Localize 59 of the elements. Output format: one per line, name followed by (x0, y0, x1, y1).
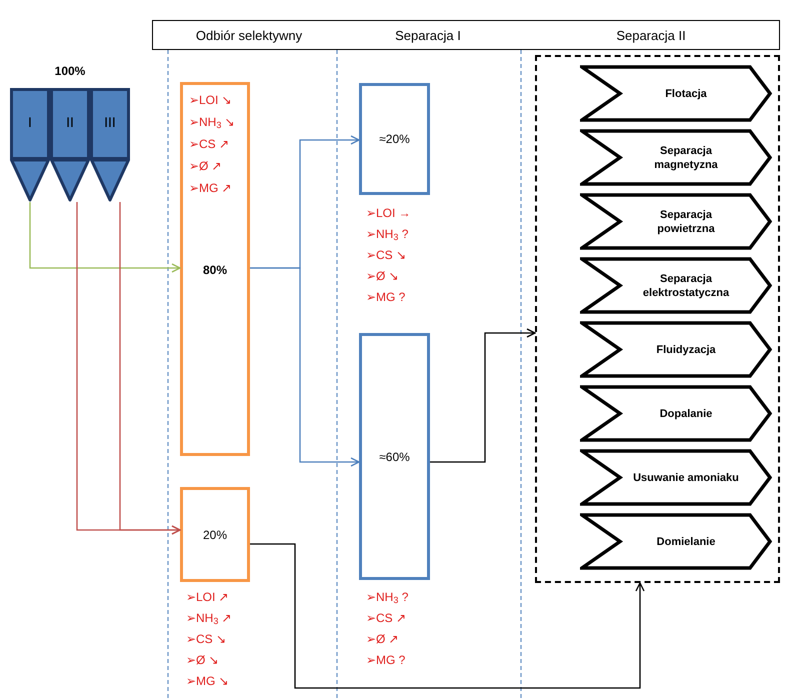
parameter-item: ➢CS ↗ (366, 610, 408, 627)
section-label: II (65, 113, 75, 132)
chevron-step (580, 129, 772, 186)
step-label: Separacja powietrzna (656, 208, 716, 236)
parameter-item: ➢Ø ↗ (189, 158, 223, 175)
parameter-item: ➢MG ? (366, 652, 406, 669)
percent-label: ≈20% (379, 131, 410, 148)
arrow (250, 267, 360, 467)
step-label: Separacja elektrostatyczna (642, 272, 730, 300)
arrow (29, 202, 181, 273)
silo-section (90, 88, 130, 202)
chevron-step (580, 193, 772, 250)
percent-label: 100% (54, 63, 86, 80)
percent-label: ≈60% (379, 448, 410, 466)
chevron-step (580, 257, 772, 314)
process-box (359, 333, 430, 580)
chevron-step (580, 65, 772, 122)
parameter-item: ➢MG ↗ (189, 180, 233, 197)
parameter-item: ➢NH$_{3}$ ? (366, 226, 410, 243)
step-label: Domielanie (656, 534, 716, 548)
parameter-item: ➢LOI ↗ (186, 589, 230, 606)
step-label: Flotacja (664, 86, 708, 100)
percent-label: 20% (202, 526, 228, 544)
section-label: III (103, 113, 117, 132)
process-box (180, 487, 250, 582)
arrow (430, 328, 536, 463)
percent-label: 80% (202, 262, 228, 279)
group-frame (535, 55, 780, 583)
parameter-item: ➢Ø ↘ (366, 268, 400, 285)
parameter-item: ➢LOI ↘ (189, 92, 233, 109)
chevron-step (580, 513, 772, 570)
arrow (119, 202, 181, 535)
parameter-item: ➢CS ↗ (189, 136, 230, 153)
parameter-item: ➢NH$_{3}$ ↘ (189, 114, 236, 131)
parameter-item: ➢LOI → (366, 205, 411, 222)
chevron-step (580, 449, 772, 506)
column-heading: Separacja I (395, 27, 461, 45)
step-label: Separacja magnetyzna (653, 144, 719, 172)
chevron-step (580, 385, 772, 442)
column-heading: Separacja II (616, 27, 686, 45)
parameter-item: ➢NH$_{3}$ ↗ (186, 610, 232, 627)
arrow (250, 543, 645, 689)
section-label: I (27, 113, 33, 132)
chevron-step (580, 321, 772, 378)
step-label: Dopalanie (658, 406, 714, 420)
parameter-item: ➢Ø ↘ (186, 652, 220, 669)
parameter-item: ➢MG ? (366, 289, 406, 306)
step-label: Usuwanie amoniaku (632, 470, 740, 484)
parameter-item: ➢NH$_{3}$ ? (366, 589, 408, 606)
silo-section (50, 88, 90, 202)
step-label: Fluidyzacja (655, 342, 717, 356)
process-box (359, 83, 430, 195)
column-heading: Odbiór selektywny (196, 27, 302, 45)
silo-section (10, 88, 50, 202)
parameter-item: ➢CS ↘ (366, 247, 408, 264)
parameter-item: ➢CS ↘ (186, 631, 228, 648)
parameter-item: ➢MG ↘ (186, 673, 230, 690)
process-box (180, 82, 250, 456)
parameter-item: ➢Ø ↗ (366, 631, 400, 648)
